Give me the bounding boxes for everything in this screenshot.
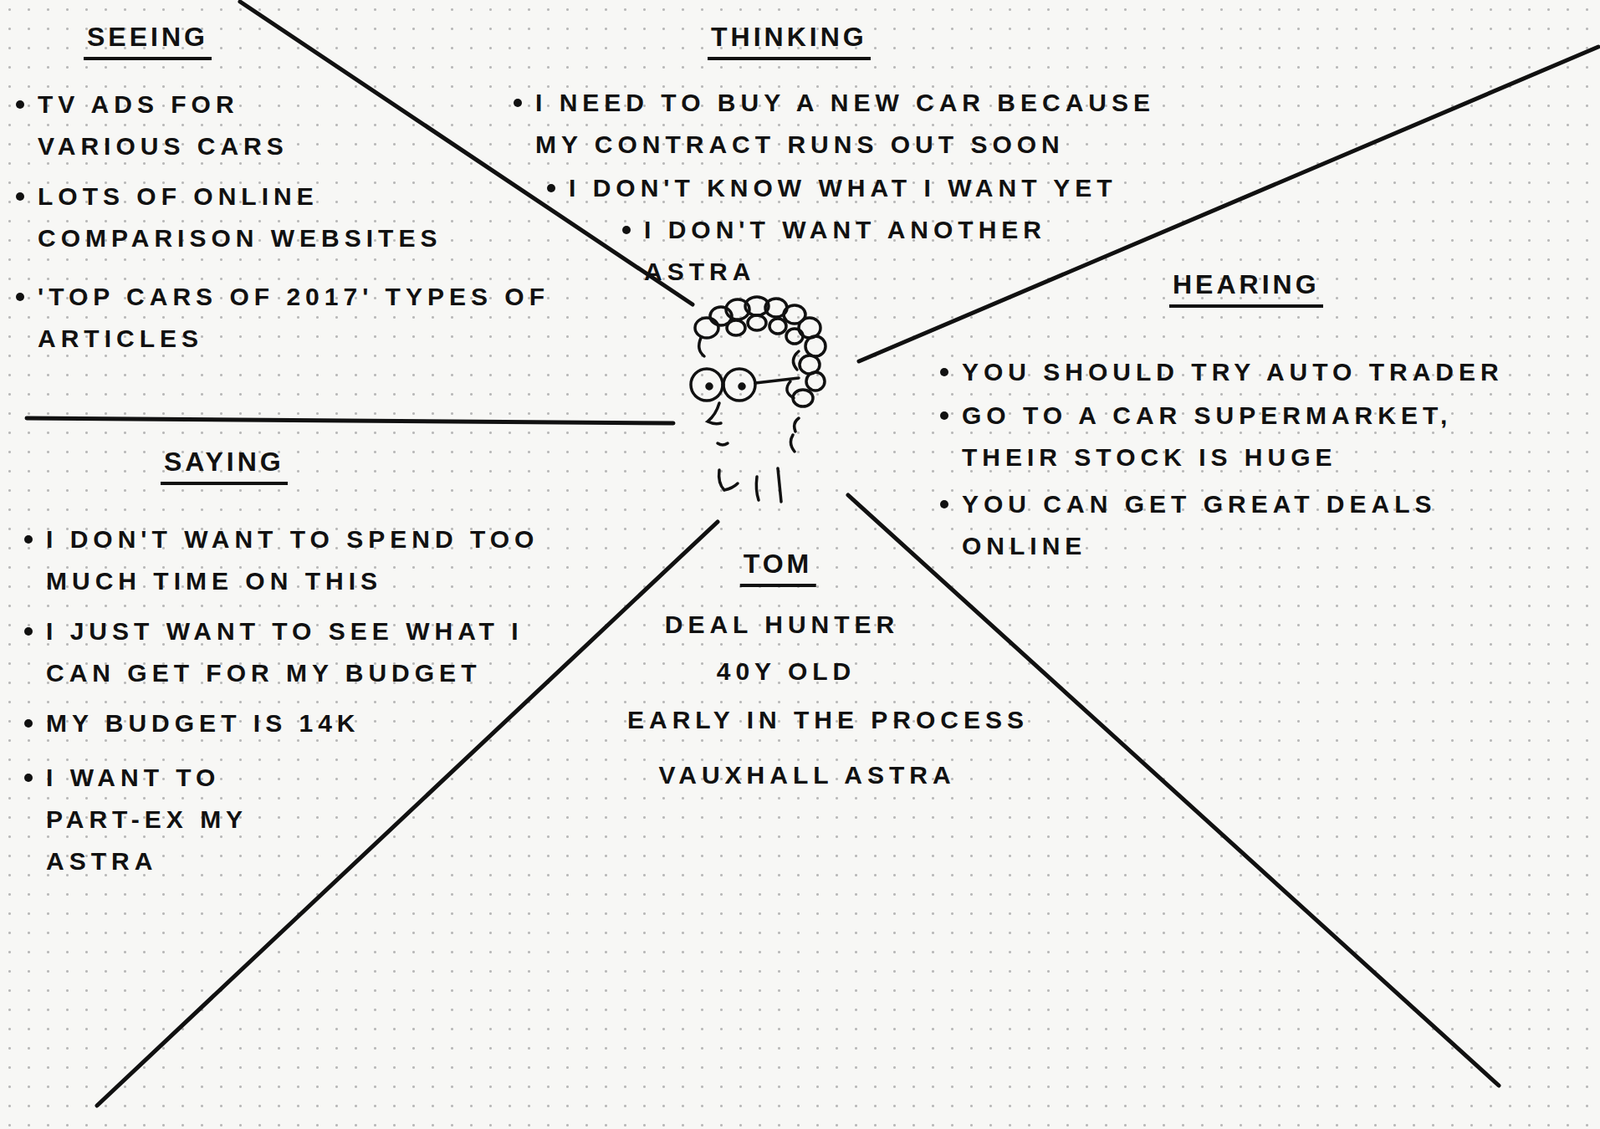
- persona-name: TOM: [740, 545, 817, 588]
- bullet-note: 'TOP CARS OF 2017' TYPES OF ARTICLES: [37, 276, 624, 360]
- bullet-note: I JUST WANT TO SEE WHAT I CAN GET FOR MY…: [46, 610, 540, 695]
- bullet-note: I DON'T WANT TO SPEND TOO MUCH TIME ON T…: [46, 518, 632, 603]
- persona-detail: EARLY IN THE PROCESS: [627, 699, 1029, 742]
- divider-line: [26, 418, 674, 424]
- quadrant-heading: SAYING: [160, 443, 288, 486]
- bullet-note: YOU CAN GET GREAT DEALS ONLINE: [961, 483, 1565, 568]
- bullet-note: I DON'T KNOW WHAT I WANT YET: [568, 167, 1238, 210]
- bullet-note: I NEED TO BUY A NEW CAR BECAUSE MY CONTR…: [535, 81, 1197, 166]
- persona-detail: 40Y OLD: [716, 650, 857, 693]
- bullet-note: TV ADS FOR VARIOUS CARS: [37, 83, 398, 168]
- bullet-note: I WANT TO PART-EX MY ASTRA: [46, 756, 297, 883]
- quadrant-heading: THINKING: [707, 18, 871, 61]
- bullet-note: YOU SHOULD TRY AUTO TRADER: [961, 351, 1565, 394]
- bullet-note: GO TO A CAR SUPERMARKET, THEIR STOCK IS …: [961, 394, 1565, 479]
- bullet-note: I DON'T WANT ANOTHER ASTRA: [644, 209, 1113, 293]
- bullet-note: LOTS OF ONLINE COMPARISON WEBSITES: [37, 175, 540, 260]
- quadrant-heading: HEARING: [1169, 265, 1324, 308]
- divider-line: [848, 495, 1499, 1086]
- persona-detail: DEAL HUNTER: [664, 603, 900, 646]
- bullet-note: MY BUDGET IS 14K: [46, 702, 515, 745]
- face-sketch: [690, 296, 826, 502]
- persona-detail: VAUXHALL ASTRA: [658, 754, 956, 797]
- quadrant-heading: SEEING: [83, 18, 212, 61]
